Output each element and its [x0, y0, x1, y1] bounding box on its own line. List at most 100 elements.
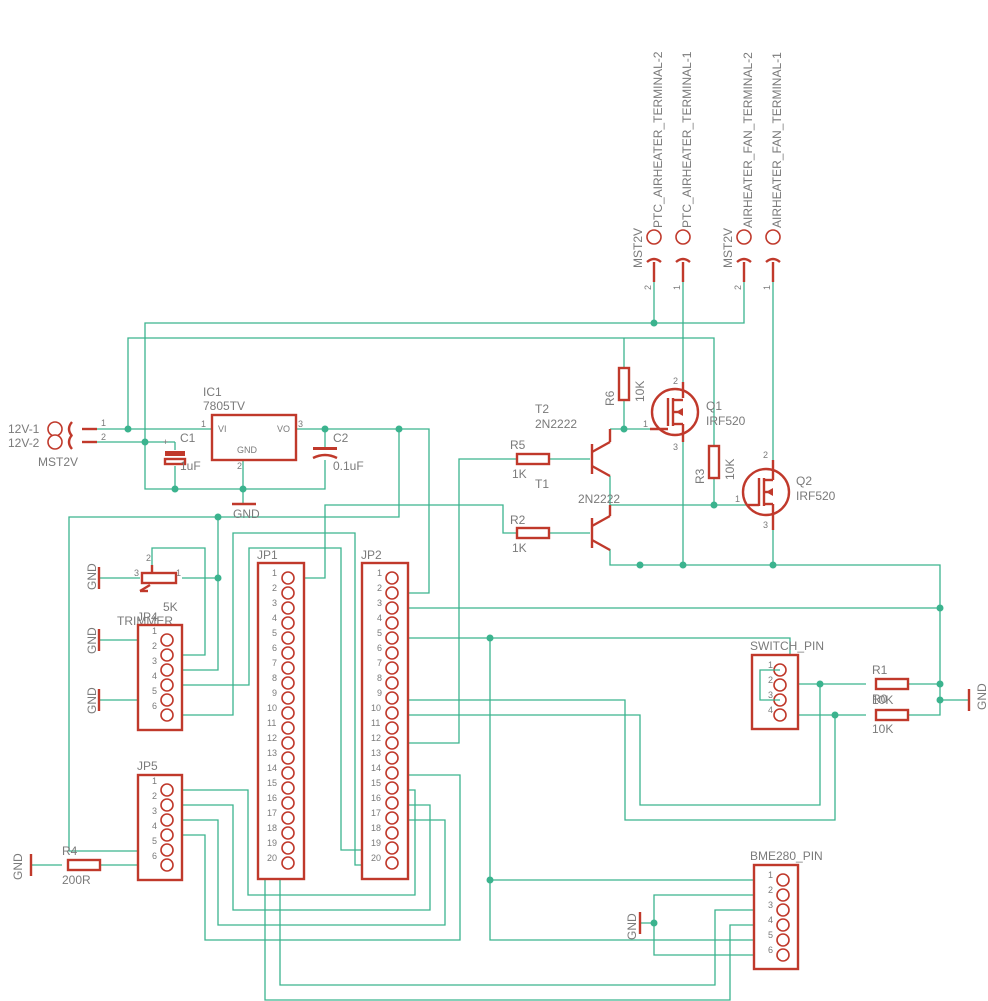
svg-text:1: 1 — [152, 776, 157, 786]
c2-label: C2 — [333, 431, 349, 445]
svg-text:VO: VO — [277, 424, 290, 434]
capacitor-c2: C2 0.1uF — [312, 431, 364, 473]
svg-text:16: 16 — [371, 793, 381, 803]
svg-text:18: 18 — [267, 823, 277, 833]
svg-text:3: 3 — [673, 442, 678, 452]
svg-text:1: 1 — [762, 285, 772, 290]
resistor-r5: R5 1K — [510, 438, 551, 481]
svg-text:3: 3 — [272, 598, 277, 608]
header-jp5: JP5 1 2 3 4 5 6 — [136, 759, 184, 882]
resistor-r0: R0 10K — [872, 692, 910, 736]
svg-text:19: 19 — [267, 838, 277, 848]
svg-text:GND: GND — [233, 507, 260, 521]
r6-label: R6 — [603, 390, 617, 406]
bme280-label: BME280_PIN — [750, 849, 823, 863]
svg-text:10: 10 — [267, 703, 277, 713]
svg-text:5: 5 — [152, 686, 157, 696]
jp5-label: JP5 — [137, 759, 158, 773]
svg-text:GND: GND — [85, 627, 99, 654]
ic1-label: IC1 — [203, 385, 222, 399]
r2-value: 1K — [512, 541, 527, 555]
r0-label: R0 — [872, 692, 888, 706]
svg-text:13: 13 — [371, 748, 381, 758]
junction-dots — [124, 319, 944, 927]
svg-text:17: 17 — [371, 808, 381, 818]
svg-text:3: 3 — [298, 419, 303, 429]
terminal-type-b: MST2V — [721, 228, 735, 268]
svg-text:1: 1 — [768, 660, 773, 670]
svg-text:2: 2 — [733, 285, 743, 290]
t2-label: T2 — [535, 402, 549, 416]
t2-value: 2N2222 — [535, 417, 577, 431]
jp2-label: JP2 — [361, 548, 382, 562]
svg-text:2: 2 — [768, 885, 773, 895]
svg-text:GND: GND — [625, 913, 639, 940]
svg-text:4: 4 — [152, 671, 157, 681]
svg-text:6: 6 — [272, 643, 277, 653]
svg-text:5: 5 — [272, 628, 277, 638]
svg-text:10: 10 — [371, 703, 381, 713]
svg-text:8: 8 — [377, 673, 382, 683]
svg-text:15: 15 — [371, 778, 381, 788]
jp1-label: JP1 — [257, 548, 278, 562]
svg-text:2: 2 — [101, 432, 106, 442]
svg-text:14: 14 — [371, 763, 381, 773]
header-jp1: JP1 1 2 3 4 5 6 7 8 9 10 11 12 13 14 15 … — [256, 548, 306, 881]
q2-label: Q2 — [796, 474, 812, 488]
terminal-type-a: MST2V — [631, 228, 645, 268]
svg-text:11: 11 — [371, 718, 380, 728]
svg-text:2: 2 — [272, 583, 277, 593]
r5-label: R5 — [510, 438, 526, 452]
svg-text:12: 12 — [267, 733, 277, 743]
r4-label: R4 — [62, 844, 78, 858]
r4-value: 200R — [62, 873, 91, 887]
terminal-ptc-2-label: PTC_AIRHEATER_TERMINAL-2 — [651, 51, 665, 228]
svg-text:2: 2 — [152, 641, 157, 651]
svg-text:2: 2 — [237, 461, 242, 471]
c1-label: C1 — [180, 431, 196, 445]
svg-text:13: 13 — [267, 748, 277, 758]
header-bme280: BME280_PIN 1 2 3 4 5 6 — [750, 849, 823, 971]
header-jp4: JP4 1 2 3 4 5 6 — [136, 610, 184, 732]
svg-text:12: 12 — [371, 733, 381, 743]
svg-text:8: 8 — [272, 673, 277, 683]
svg-text:1: 1 — [152, 626, 157, 636]
output-terminals: PTC_AIRHEATER_TERMINAL-2 PTC_AIRHEATER_T… — [631, 51, 784, 290]
svg-text:GND: GND — [975, 683, 988, 710]
svg-text:2: 2 — [768, 675, 773, 685]
svg-text:15: 15 — [267, 778, 277, 788]
svg-text:4: 4 — [768, 705, 773, 715]
svg-text:5: 5 — [152, 836, 157, 846]
mosfet-q1: 2 1 3 Q1 IRF520 — [643, 376, 746, 452]
resistor-r1: R1 10K — [872, 663, 910, 707]
svg-text:2: 2 — [146, 553, 151, 563]
q1-label: Q1 — [706, 399, 722, 413]
svg-text:1: 1 — [377, 568, 382, 578]
resistor-r4: R4 200R — [62, 844, 102, 887]
svg-text:2: 2 — [152, 791, 157, 801]
c1-value: 1uF — [180, 459, 201, 473]
terminal-type-label: MST2V — [38, 455, 78, 469]
svg-text:1: 1 — [672, 285, 682, 290]
svg-text:2: 2 — [643, 285, 653, 290]
t1-label: T1 — [535, 477, 549, 491]
r2-label: R2 — [510, 513, 526, 527]
gnd-symbol-ic: GND — [232, 502, 260, 521]
q2-value: IRF520 — [796, 489, 836, 503]
svg-text:3: 3 — [768, 900, 773, 910]
svg-text:16: 16 — [267, 793, 277, 803]
r1-label: R1 — [872, 663, 888, 677]
r3-value: 10K — [723, 459, 737, 480]
svg-text:20: 20 — [267, 853, 277, 863]
svg-text:GND: GND — [85, 687, 99, 714]
svg-text:1: 1 — [768, 870, 773, 880]
ic1-value: 7805TV — [203, 399, 245, 413]
svg-text:2: 2 — [673, 376, 678, 386]
r5-value: 1K — [512, 467, 527, 481]
resistor-r2: R2 1K — [510, 513, 551, 555]
c2-value: 0.1uF — [333, 459, 364, 473]
svg-text:5: 5 — [377, 628, 382, 638]
svg-text:GND: GND — [85, 563, 99, 590]
svg-text:4: 4 — [152, 821, 157, 831]
